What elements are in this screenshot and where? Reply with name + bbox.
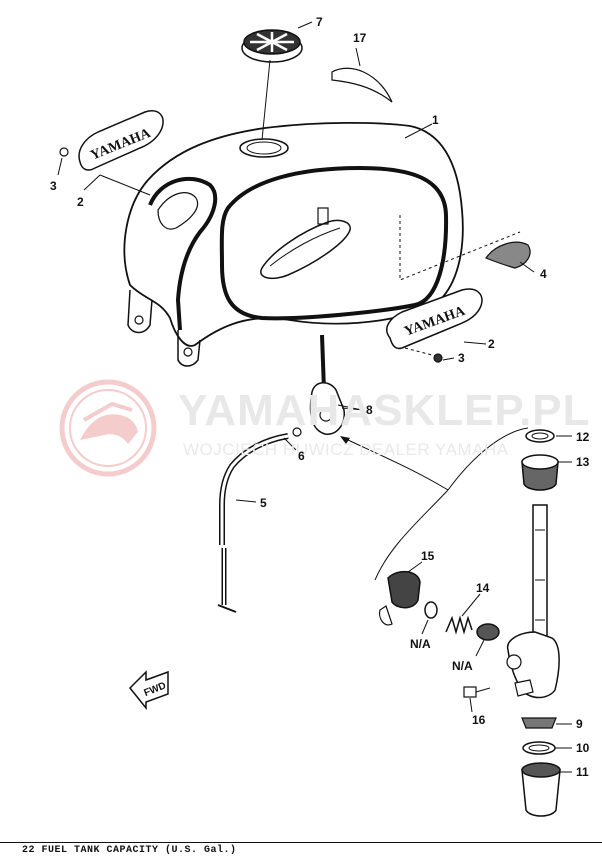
callout-2-left: 2	[77, 195, 84, 209]
fuel-cock	[292, 334, 363, 437]
callout-16: 16	[472, 713, 486, 727]
filler-cap	[241, 29, 303, 141]
callout-17: 17	[353, 31, 367, 45]
callout-6: 6	[298, 449, 305, 463]
callout-3-left: 3	[50, 179, 57, 193]
footer-caption: 22 FUEL TANK CAPACITY (U.S. Gal.)	[22, 845, 237, 856]
leader-lines	[83, 123, 487, 451]
callout-7: 7	[316, 15, 323, 29]
callout-11: 11	[576, 765, 589, 779]
callout-3-right: 3	[458, 351, 465, 365]
callout-9: 9	[576, 717, 583, 731]
callout-1: 1	[432, 113, 439, 127]
fwd-arrow: FWD	[128, 670, 169, 711]
watermark-title: YAMAHASKLEP.PL	[178, 386, 591, 435]
callout-13: 13	[576, 455, 590, 469]
callout-4: 4	[540, 267, 547, 281]
petcock-exploded	[379, 429, 572, 817]
fuel-hose	[217, 433, 289, 613]
callout-na-1: N/A	[410, 637, 431, 651]
screw-left	[57, 147, 69, 176]
watermark-subtitle: WOJCIECH HUWICZ DEALER YAMAHA	[183, 440, 509, 459]
callout-8: 8	[366, 403, 373, 417]
callout-14: 14	[476, 581, 490, 595]
callout-12: 12	[576, 430, 590, 444]
right-emblem: YAMAHA	[386, 288, 483, 357]
callout-2-right: 2	[488, 337, 495, 351]
callout-na-2: N/A	[452, 659, 473, 673]
callout-10: 10	[576, 741, 590, 755]
fuel-tank	[123, 121, 521, 367]
watermark-logo	[59, 379, 157, 477]
screw-right	[433, 353, 455, 363]
callout-5: 5	[260, 496, 267, 510]
decal-strip	[331, 67, 393, 103]
knee-pad	[485, 241, 531, 269]
callout-15: 15	[421, 549, 435, 563]
footer-rule	[0, 842, 602, 859]
